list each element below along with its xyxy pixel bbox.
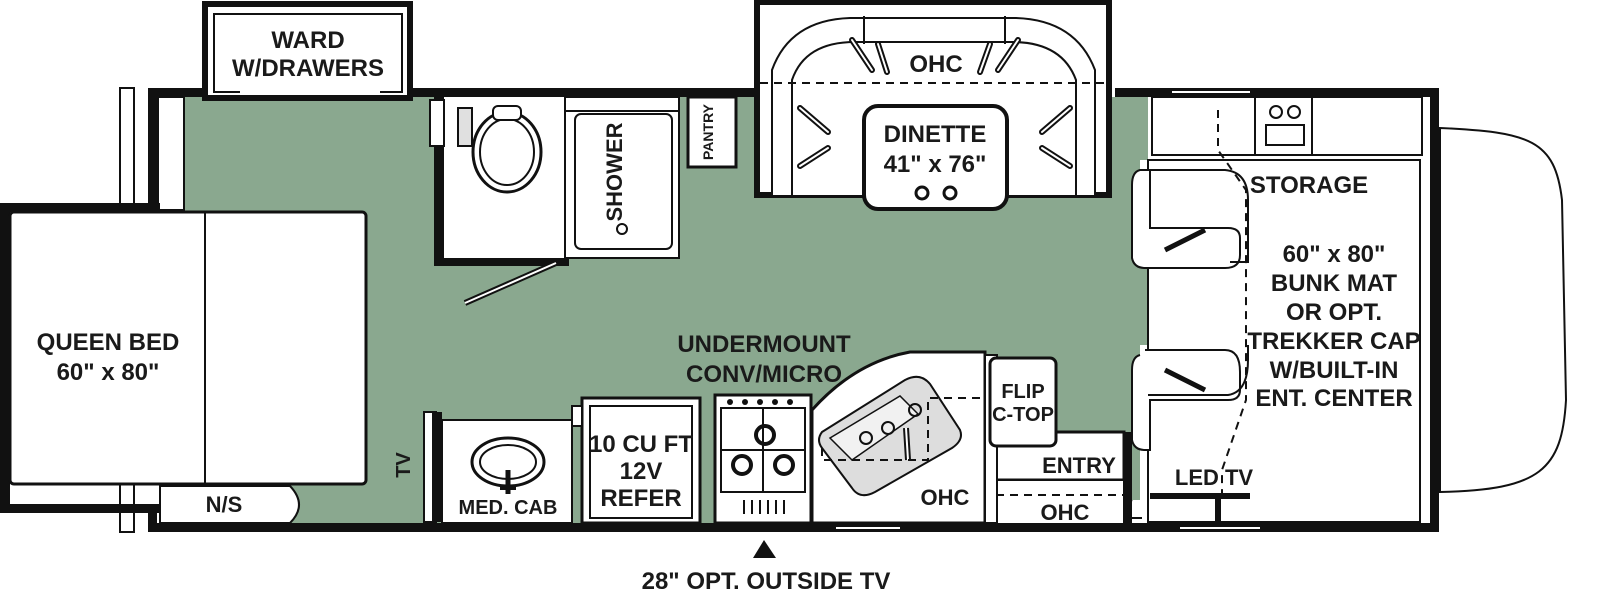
- bunk-line-4: TREKKER CAP: [1247, 328, 1420, 355]
- dinette-size: 41" x 76": [884, 151, 987, 178]
- side-wall-details: [157, 5, 1260, 532]
- range-cooktop: UNDERMOUNT CONV/MICRO: [677, 331, 851, 525]
- entry-area: ENTRY OHC: [994, 430, 1142, 525]
- flip-label: FLIP: [1001, 381, 1044, 403]
- bedroom-tv: TV: [393, 411, 442, 523]
- conv-micro-label: CONV/MICRO: [686, 361, 842, 388]
- shower-label: SHOWER: [602, 122, 627, 221]
- flip-countertop: FLIP C-TOP: [988, 356, 1058, 448]
- pantry: PANTRY: [686, 95, 738, 169]
- bunk-line-2: BUNK MAT: [1271, 270, 1398, 297]
- cab-outline: [1439, 126, 1568, 494]
- entry-label: ENTRY: [1042, 453, 1116, 478]
- bathroom: [429, 97, 569, 306]
- bunk-line-3: OR OPT.: [1286, 299, 1382, 326]
- outside-tv-marker: 28" OPT. OUTSIDE TV: [642, 540, 891, 595]
- bunk-line-6: ENT. CENTER: [1255, 385, 1412, 412]
- dinette-ohc-label: OHC: [909, 51, 962, 78]
- ward-label: WARD: [271, 27, 344, 54]
- med-cab-label: MED. CAB: [459, 497, 558, 519]
- refer-line-2: 12V: [620, 458, 663, 485]
- storage-label: STORAGE: [1250, 172, 1368, 199]
- dinette-slide: OHC DINETTE 41" x 76": [754, 0, 1112, 211]
- led-tv-label: LED TV: [1175, 465, 1254, 490]
- bunk-line-5: W/BUILT-IN: [1270, 357, 1399, 384]
- ward-drawers-label: W/DRAWERS: [232, 55, 384, 82]
- lavatory: MED. CAB: [441, 419, 573, 524]
- outside-tv-label: 28" OPT. OUTSIDE TV: [642, 568, 891, 595]
- refer-line-1: 10 CU FT: [589, 431, 693, 458]
- refrigerator: 10 CU FT 12V REFER: [571, 396, 702, 525]
- bunk-line-1: 60" x 80": [1283, 241, 1386, 268]
- cabover-area: STORAGE 60" x 80" BUNK MAT OR OPT. TREKK…: [1147, 96, 1430, 523]
- pantry-label: PANTRY: [700, 103, 716, 160]
- shower: SHOWER: [564, 96, 680, 259]
- queen-bed-size: 60" x 80": [57, 359, 160, 386]
- entry-ohc-label: OHC: [1041, 500, 1090, 525]
- nightstand-label: N/S: [206, 492, 243, 517]
- nightstand: N/S: [159, 485, 300, 524]
- refer-line-3: REFER: [600, 485, 681, 512]
- triangle-marker-icon: [753, 540, 776, 558]
- queen-bed-label: QUEEN BED: [37, 329, 180, 356]
- ctop-label: C-TOP: [992, 404, 1054, 426]
- queen-bed: QUEEN BED 60" x 80": [8, 210, 368, 486]
- wardrobe: WARD W/DRAWERS: [202, 1, 413, 101]
- bedroom-tv-label: TV: [393, 452, 415, 478]
- kitchen-ohc-label: OHC: [921, 485, 970, 510]
- dinette-label: DINETTE: [884, 121, 987, 148]
- cab-seats: [1131, 169, 1249, 451]
- undermount-label: UNDERMOUNT: [677, 331, 851, 358]
